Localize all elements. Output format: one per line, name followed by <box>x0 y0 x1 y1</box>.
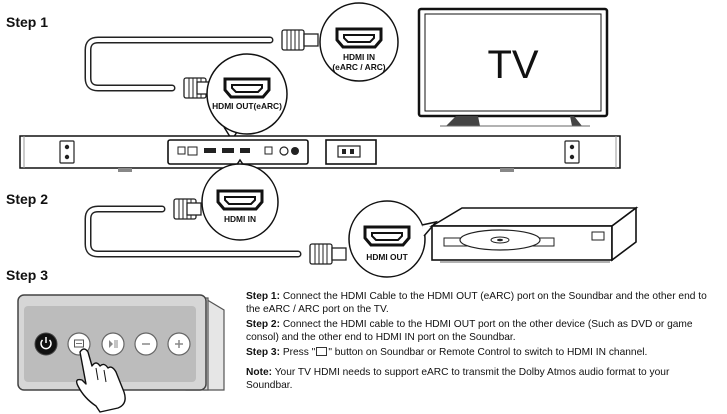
hdmi-out-earc-callout <box>206 53 288 142</box>
dvd-player-illustration <box>429 206 639 263</box>
hdmi-in-earc-label-line1: HDMI IN <box>342 52 376 62</box>
instruction-step-2: Step 2: Connect the HDMI cable to the HD… <box>246 318 693 344</box>
hdmi-in-earc-callout <box>319 2 399 82</box>
volume-down-button[interactable] <box>134 332 158 356</box>
step1-hdmi-cable <box>84 29 319 99</box>
source-icon <box>316 346 328 356</box>
tv-illustration <box>417 7 609 127</box>
step2-hdmi-cable <box>84 198 347 265</box>
hdmi-out-callout <box>348 200 439 278</box>
hdmi-in-earc-label-line2: (eARC / ARC) <box>332 62 386 72</box>
pressing-hand-icon <box>75 348 126 413</box>
hdmi-in-label: HDMI IN <box>223 214 257 224</box>
hdmi-in-callout <box>201 158 279 241</box>
step-2-heading: Step 2 <box>6 191 49 207</box>
hdmi-out-label: HDMI OUT <box>366 252 408 262</box>
instruction-step-1: Step 1: Connect the HDMI Cable to the HD… <box>246 291 707 316</box>
instruction-note: Note: Your TV HDMI needs to support eARC… <box>246 367 670 392</box>
hdmi-out-earc-label: HDMI OUT(eARC) <box>212 101 282 111</box>
instructions-block: Step 1: Connect the HDMI Cable to the HD… <box>246 290 716 394</box>
instruction-step-3: Step 3: Press "" button on Soundbar or R… <box>246 346 648 358</box>
soundbar-rear <box>19 135 621 172</box>
power-button[interactable] <box>34 332 58 356</box>
volume-up-button[interactable] <box>167 332 191 356</box>
play-pause-button[interactable] <box>101 332 125 356</box>
step-1-heading: Step 1 <box>6 14 49 30</box>
tv-label: TV <box>487 43 538 87</box>
step-3-heading: Step 3 <box>6 267 49 283</box>
